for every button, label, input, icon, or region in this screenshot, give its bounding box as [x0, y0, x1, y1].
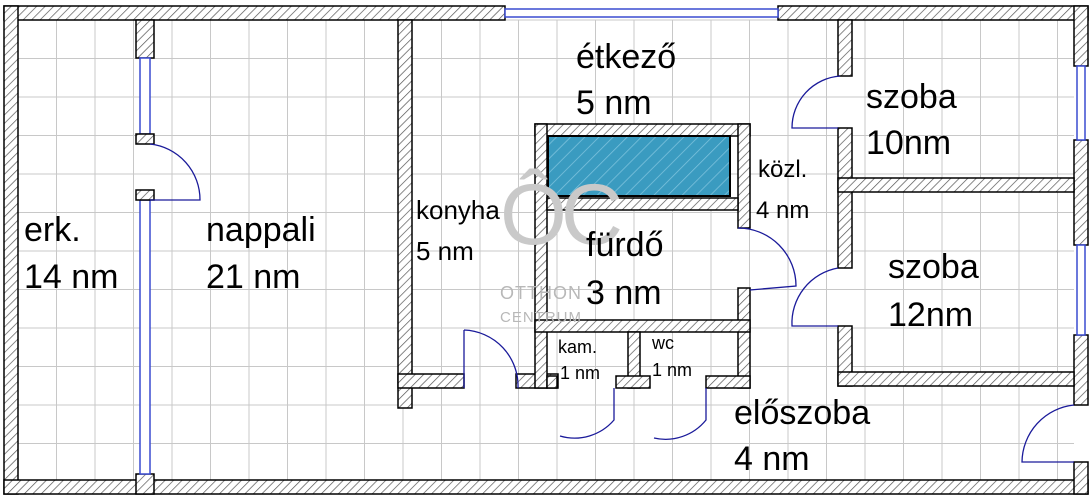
doors [149, 75, 1075, 463]
balcony-door-stub [135, 133, 155, 145]
wall-kitchen-left [397, 19, 413, 409]
wall-bedroom-bottom [837, 371, 1075, 387]
room-wc-name: wc [652, 333, 674, 353]
balcony-door-upper [139, 57, 151, 135]
wall-bath-right-top [737, 123, 751, 229]
balcony-door-lower [139, 199, 151, 475]
room-furdo-name: fürdő [586, 226, 664, 264]
wall-wc-bottom-left [615, 375, 651, 389]
room-konyha-name: konyha [416, 195, 500, 225]
room-etkezo-name: étkező [576, 38, 677, 76]
room-eloszoba-name: előszoba [734, 394, 871, 432]
watermark-line2: CENTRUM [500, 309, 582, 326]
door-wc [653, 388, 707, 440]
room-szoba2-area: 12nm [888, 296, 974, 334]
wall-bath-bottom [534, 319, 751, 333]
bathtub [547, 135, 731, 197]
wall-bath-tub-shelf [546, 197, 739, 211]
wall-erkely-bottom-stub [135, 473, 155, 495]
room-wc-area: 1 nm [652, 360, 693, 380]
wall-right-top [1073, 5, 1089, 67]
watermark-logo: ÔC [500, 167, 623, 263]
room-kozlekedo-area: 4 nm [756, 197, 810, 224]
room-szoba2-name: szoba [888, 248, 979, 286]
wall-right-bottom [1073, 461, 1089, 495]
wall-right-low [1073, 334, 1089, 406]
room-nappali-name: nappali [206, 211, 316, 249]
balcony-door-stub-2 [135, 189, 155, 201]
room-kamra-name: kam. [558, 337, 598, 357]
wall-bedroom-left-mid [837, 127, 853, 269]
room-eloszoba-area: 4 nm [734, 440, 810, 478]
wall-left [3, 5, 19, 495]
window-right-upper [1076, 65, 1086, 141]
wall-top-right [777, 5, 1089, 21]
room-erkely-area: 14 nm [24, 258, 119, 296]
wall-erkely-top-stub [135, 19, 155, 59]
wall-kam-bottom [546, 375, 558, 389]
wall-kitchen-bottom [397, 373, 465, 389]
wall-bath-right-bottom [737, 287, 751, 389]
window-right-lower [1076, 244, 1086, 336]
room-szoba1-name: szoba [866, 78, 957, 116]
door-entrance [1021, 404, 1075, 463]
room-furdo-area: 3 nm [586, 274, 662, 312]
window-top [504, 8, 779, 18]
door-furdo [737, 227, 797, 291]
wall-wc-bottom-right [705, 375, 751, 389]
watermark-line1: OTTHON [500, 283, 582, 303]
door-nappali [149, 143, 201, 201]
room-szoba1-area: 10nm [866, 124, 952, 162]
room-kamra-area: 1 nm [560, 363, 601, 383]
wall-bottom [3, 479, 1089, 495]
wall-bath-top [534, 123, 751, 137]
room-etkezo-area: 5 nm [576, 84, 652, 122]
door-kamra [559, 388, 615, 439]
door-szoba2 [791, 267, 839, 327]
wall-right-mid [1073, 139, 1089, 246]
wall-top-left [3, 5, 506, 21]
room-konyha-area: 5 nm [416, 236, 474, 266]
room-nappali-area: 21 nm [206, 258, 301, 296]
room-erkely-name: erk. [24, 211, 81, 249]
wall-bedroom-left-top [837, 19, 853, 77]
room-kozlekedo-name: közl. [758, 156, 808, 183]
walls [3, 5, 1089, 495]
door-szoba1 [791, 75, 841, 129]
door-kitchen [463, 329, 519, 389]
wall-bedroom-divider [837, 177, 1075, 193]
